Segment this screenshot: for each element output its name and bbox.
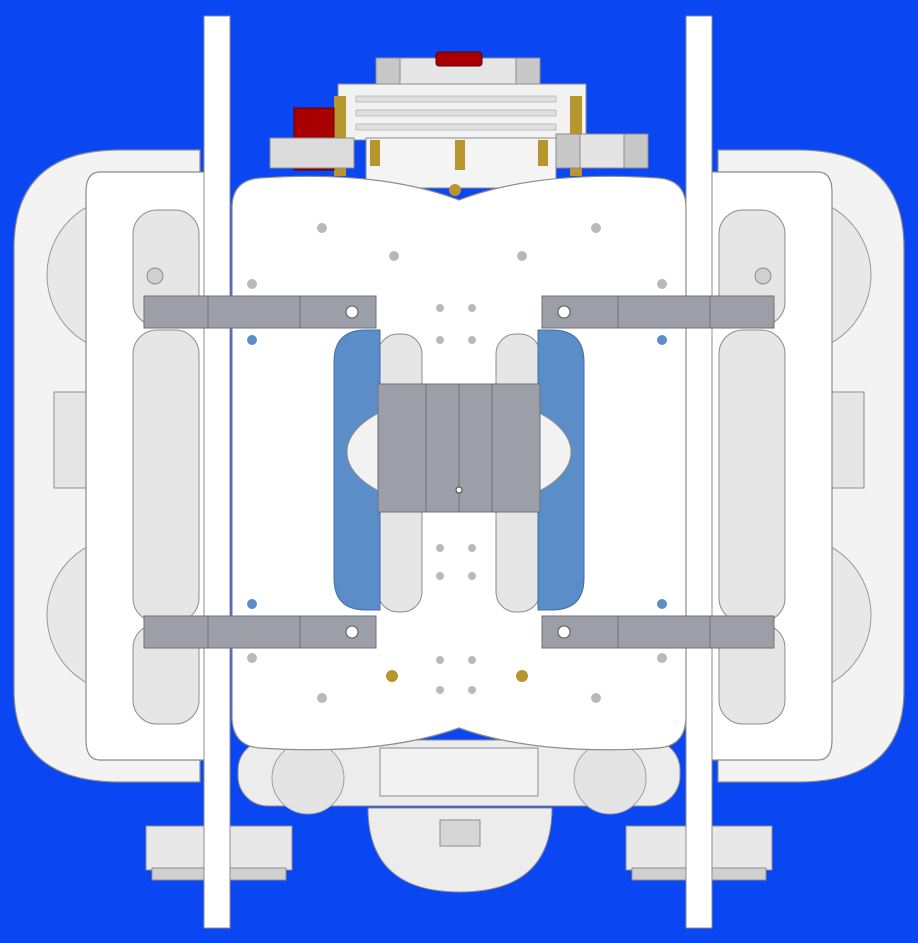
clamp-bar-lower-left (143, 615, 377, 649)
left-frame-rail (203, 15, 231, 929)
clamp-bar-lower-right (541, 615, 775, 649)
left-thruster-pod (13, 149, 227, 783)
bottom-housing (237, 739, 681, 893)
clamp-bar-upper-right (541, 295, 775, 329)
center-clamp-block (377, 383, 541, 513)
camera-dome (367, 807, 553, 893)
top-red-connector (435, 51, 483, 67)
clamp-bar-upper-left (143, 295, 377, 329)
blue-markers (247, 335, 667, 609)
right-frame-rail (685, 15, 713, 929)
top-electronics-assembly (269, 51, 649, 189)
brass-fasteners (386, 184, 528, 682)
plate-holes (247, 223, 667, 703)
right-thruster-pod (691, 149, 905, 783)
